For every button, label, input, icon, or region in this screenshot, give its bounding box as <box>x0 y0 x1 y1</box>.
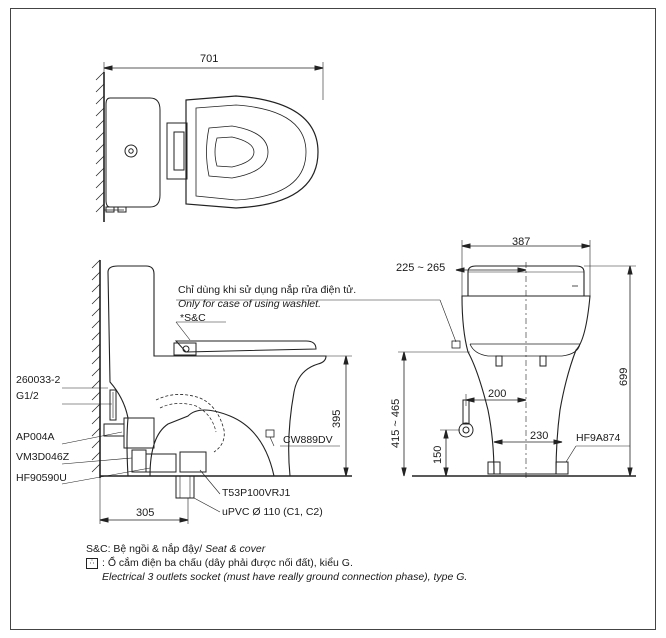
drawing-frame <box>10 8 656 630</box>
legend-sc-en: Seat & cover <box>205 543 266 555</box>
seat-cover-label: *S&C <box>180 312 206 324</box>
dim-395: 395 <box>331 409 343 428</box>
dim-225-265: 225 ~ 265 <box>396 262 446 274</box>
legend-sc-prefix: S&C: Bệ ngồi & nắp đậy/ <box>86 543 206 555</box>
part-t53p100vrj1: T53P100VRJ1 <box>222 487 291 499</box>
dim-699: 699 <box>618 367 630 386</box>
socket-icon: ∴ <box>86 557 98 569</box>
dim-150: 150 <box>432 445 444 464</box>
washlet-note-vi: Chỉ dùng khi sử dụng nắp rửa điện tử. <box>178 284 357 296</box>
part-cw889dv: CW889DV <box>283 434 333 446</box>
part-hf9a874: HF9A874 <box>576 432 621 444</box>
dim-230: 230 <box>530 430 549 442</box>
legend-socket-vi: ∴ : Ổ cắm điện ba chấu (dây phải được nối… <box>86 556 467 570</box>
part-ap004a: AP004A <box>16 431 55 443</box>
dim-305: 305 <box>136 507 155 519</box>
legend-seat-cover: S&C: Bệ ngồi & nắp đậy/ Seat & cover <box>86 542 467 556</box>
part-260033-2: 260033-2 <box>16 374 61 386</box>
part-upvc-pipe: uPVC Ø 110 (C1, C2) <box>222 506 323 518</box>
dim-200: 200 <box>488 388 507 400</box>
legend: S&C: Bệ ngồi & nắp đậy/ Seat & cover ∴ : … <box>86 542 467 584</box>
part-g1-2: G1/2 <box>16 390 39 402</box>
dim-701: 701 <box>200 53 219 65</box>
top-view <box>95 62 324 222</box>
dim-387: 387 <box>512 236 531 248</box>
washlet-note-en: Only for case of using washlet. <box>178 298 321 310</box>
part-hf90590u: HF90590U <box>16 472 67 484</box>
front-view <box>398 240 636 478</box>
side-view <box>61 259 457 524</box>
dim-415-465: 415 ~ 465 <box>390 398 402 448</box>
part-vm3d046z: VM3D046Z <box>16 451 70 463</box>
legend-socket-en: Electrical 3 outlets socket (must have r… <box>102 571 468 583</box>
legend-socket-vi-text: : Ổ cắm điện ba chấu (dây phải được nối … <box>102 557 353 569</box>
